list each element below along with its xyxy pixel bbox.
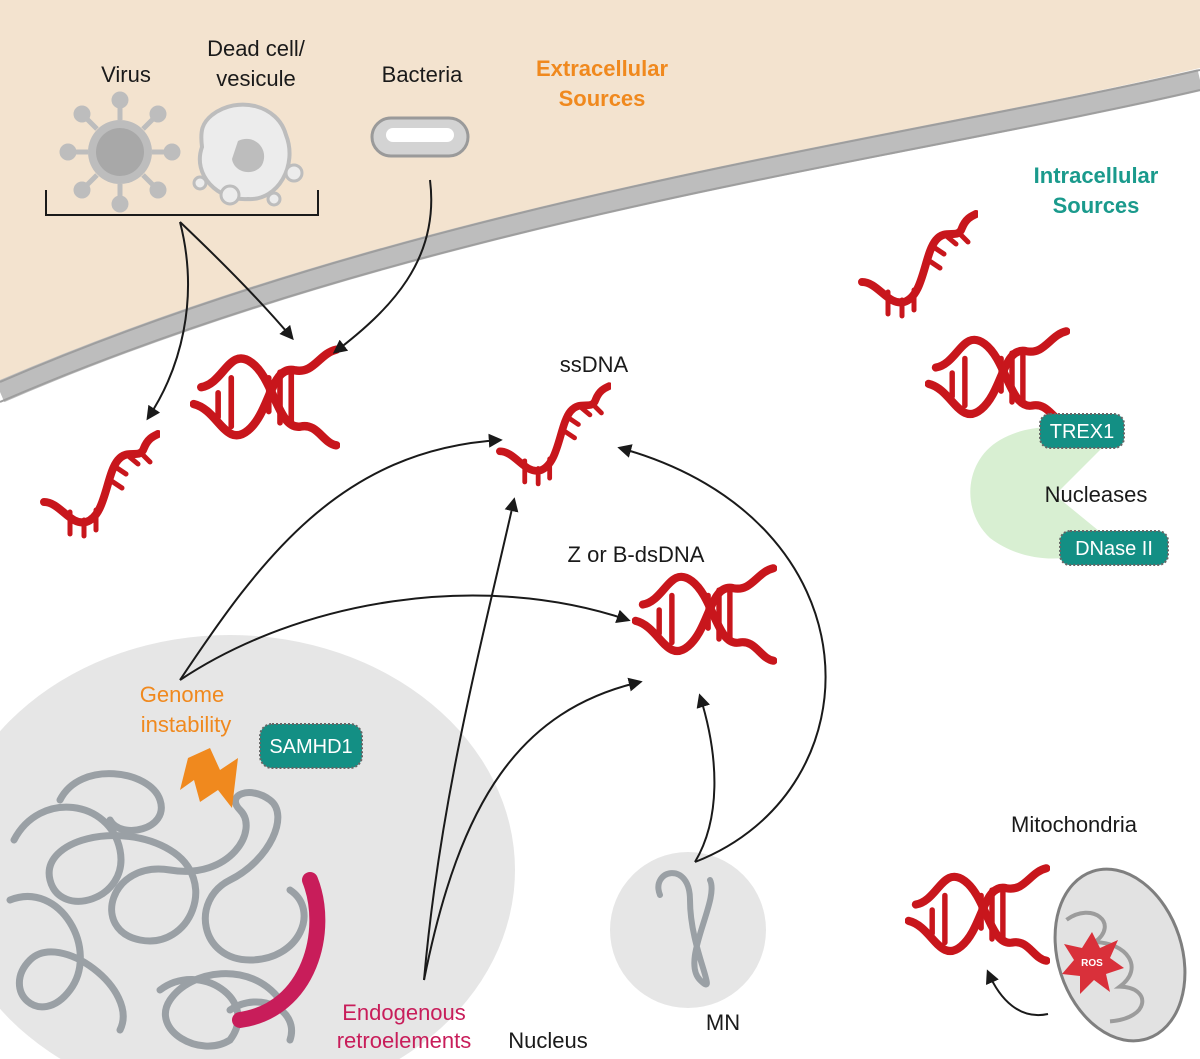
dsdna-icon-intracellular xyxy=(929,331,1067,423)
trex1-label: TREX1 xyxy=(1050,421,1114,443)
arrows xyxy=(146,179,1049,1017)
trex1-badge: TREX1 xyxy=(1039,413,1125,449)
source-bracket xyxy=(45,190,319,216)
endogenous-label-line1: Endogenous xyxy=(342,1000,466,1025)
extracellular-label-line2: Sources xyxy=(559,86,646,111)
mitochondria-label: Mitochondria xyxy=(1011,812,1138,837)
nucleus xyxy=(0,635,515,1059)
ssdna-icon-extracellular xyxy=(44,434,158,536)
dsdna-icon-extracellular xyxy=(194,350,337,446)
endogenous-label-line2: retroelements xyxy=(337,1028,472,1053)
nucleases-label: Nucleases xyxy=(1045,482,1148,507)
zb-dsdna-label: Z or B-dsDNA xyxy=(568,542,705,567)
samhd1-badge: SAMHD1 xyxy=(259,723,363,769)
intracellular-label-line1: Intracellular xyxy=(1034,163,1159,188)
dead-cell-label-line2: vesicule xyxy=(216,66,295,91)
ssdna-icon-intracellular xyxy=(862,214,976,316)
lightning-icon xyxy=(180,748,238,808)
nucleus-label: Nucleus xyxy=(508,1028,587,1053)
samhd1-label: SAMHD1 xyxy=(269,736,352,758)
dnase2-label: DNase II xyxy=(1075,538,1153,560)
mitochondrion-icon xyxy=(1053,867,1187,1043)
ssdna-icon-central xyxy=(500,386,609,484)
bacteria-label: Bacteria xyxy=(382,62,463,87)
extracellular-label-line1: Extracellular xyxy=(536,56,669,81)
genome-instability-line1: Genome xyxy=(140,682,224,707)
retroelement-icon xyxy=(232,872,326,1028)
cell-membrane xyxy=(0,69,1200,403)
nuclease-shape xyxy=(970,427,1110,559)
dead-cell-icon xyxy=(192,102,304,207)
ros-label: ROS xyxy=(1081,958,1103,969)
micronucleus xyxy=(610,852,766,1008)
virus-icon xyxy=(59,91,181,213)
bacteria-icon xyxy=(370,116,470,158)
virus-label: Virus xyxy=(101,62,151,87)
mn-chromatin xyxy=(655,870,715,988)
dsdna-icon-mitochondria xyxy=(909,868,1047,960)
mn-label: MN xyxy=(706,1010,740,1035)
dsdna-icon-central xyxy=(636,568,774,660)
dnase2-badge: DNase II xyxy=(1059,530,1169,566)
ssdna-label: ssDNA xyxy=(560,352,629,377)
intracellular-label-line2: Sources xyxy=(1053,193,1140,218)
extracellular-space xyxy=(0,0,1200,382)
dead-cell-label-line1: Dead cell/ xyxy=(207,36,306,61)
genome-instability-line2: instability xyxy=(141,712,231,737)
ros-icon xyxy=(1062,932,1124,994)
